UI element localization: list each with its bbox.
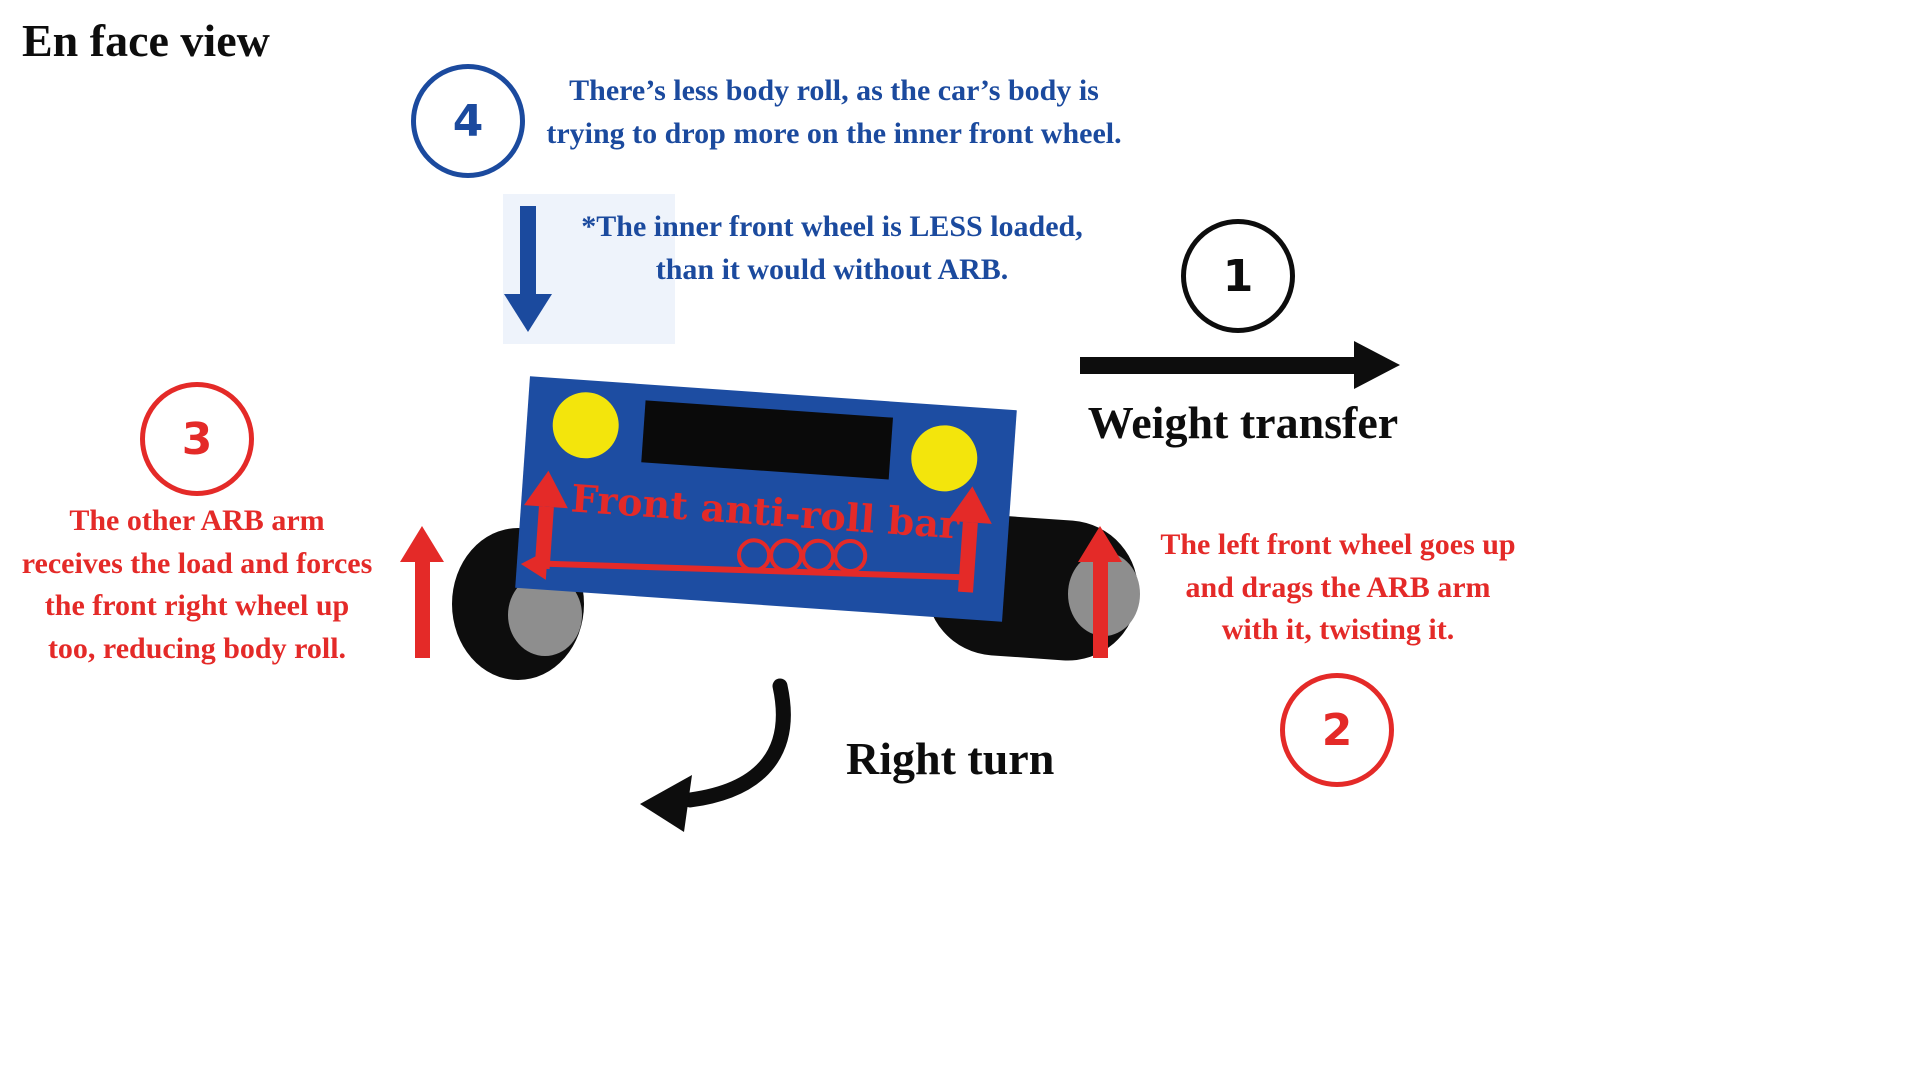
step2-circle: 2 [1280,673,1394,787]
inner-left-up-arrow-shaft [534,506,554,570]
inner-right-up-arrow-head [947,484,995,524]
blue-down-arrow-head [504,294,552,332]
step1-circle: 1 [1181,219,1295,333]
weight-transfer-arrow-shaft [1080,356,1354,374]
blue-down-arrow [504,206,552,332]
outer-left-up-arrow-shaft [414,562,430,658]
step4-number: 4 [452,95,484,147]
step2-text: The left front wheel goes up and drags t… [1160,528,1516,647]
outer-right-up-arrow [1078,526,1122,658]
page-title: En face view [22,15,270,66]
arb-coil [833,539,868,574]
inner-right-up-arrow [943,484,995,594]
weight-transfer-label: Weight transfer [1087,397,1399,448]
step4-note: *The inner front wheel is LESS loaded, t… [581,210,1083,286]
weight-transfer-arrow-head [1354,341,1400,389]
blue-down-arrow-shaft [520,206,536,294]
step2-number: 2 [1321,704,1353,756]
step3-circle: 3 [140,382,254,496]
right-turn-arrow [640,678,791,832]
weight-transfer-arrow [1080,341,1400,389]
anti-roll-bar-graphic [520,538,972,581]
step1-number: 1 [1222,250,1254,302]
arb-coil [737,538,772,573]
outer-right-up-arrow-head [1078,526,1122,562]
inner-right-up-arrow-shaft [957,521,978,593]
outer-right-up-arrow-shaft [1092,562,1108,658]
step3-number: 3 [181,413,213,465]
step4-text: There’s less body roll, as the car’s bod… [546,74,1122,150]
right-turn-label: Right turn [846,733,1055,784]
step4-circle: 4 [411,64,525,178]
car-body: Front anti-roll bar [515,376,1017,622]
outer-left-up-arrow-head [400,526,444,562]
inner-left-up-arrow-head [523,469,571,509]
inner-left-up-arrow [520,469,571,570]
step3-text: The other ARB arm receives the load and … [21,504,373,665]
right-turn-arrow-curve [682,678,791,808]
outer-left-up-arrow [400,526,444,658]
arb-coil [801,538,836,573]
right-turn-arrow-head [640,775,692,832]
arb-coil [769,538,804,573]
